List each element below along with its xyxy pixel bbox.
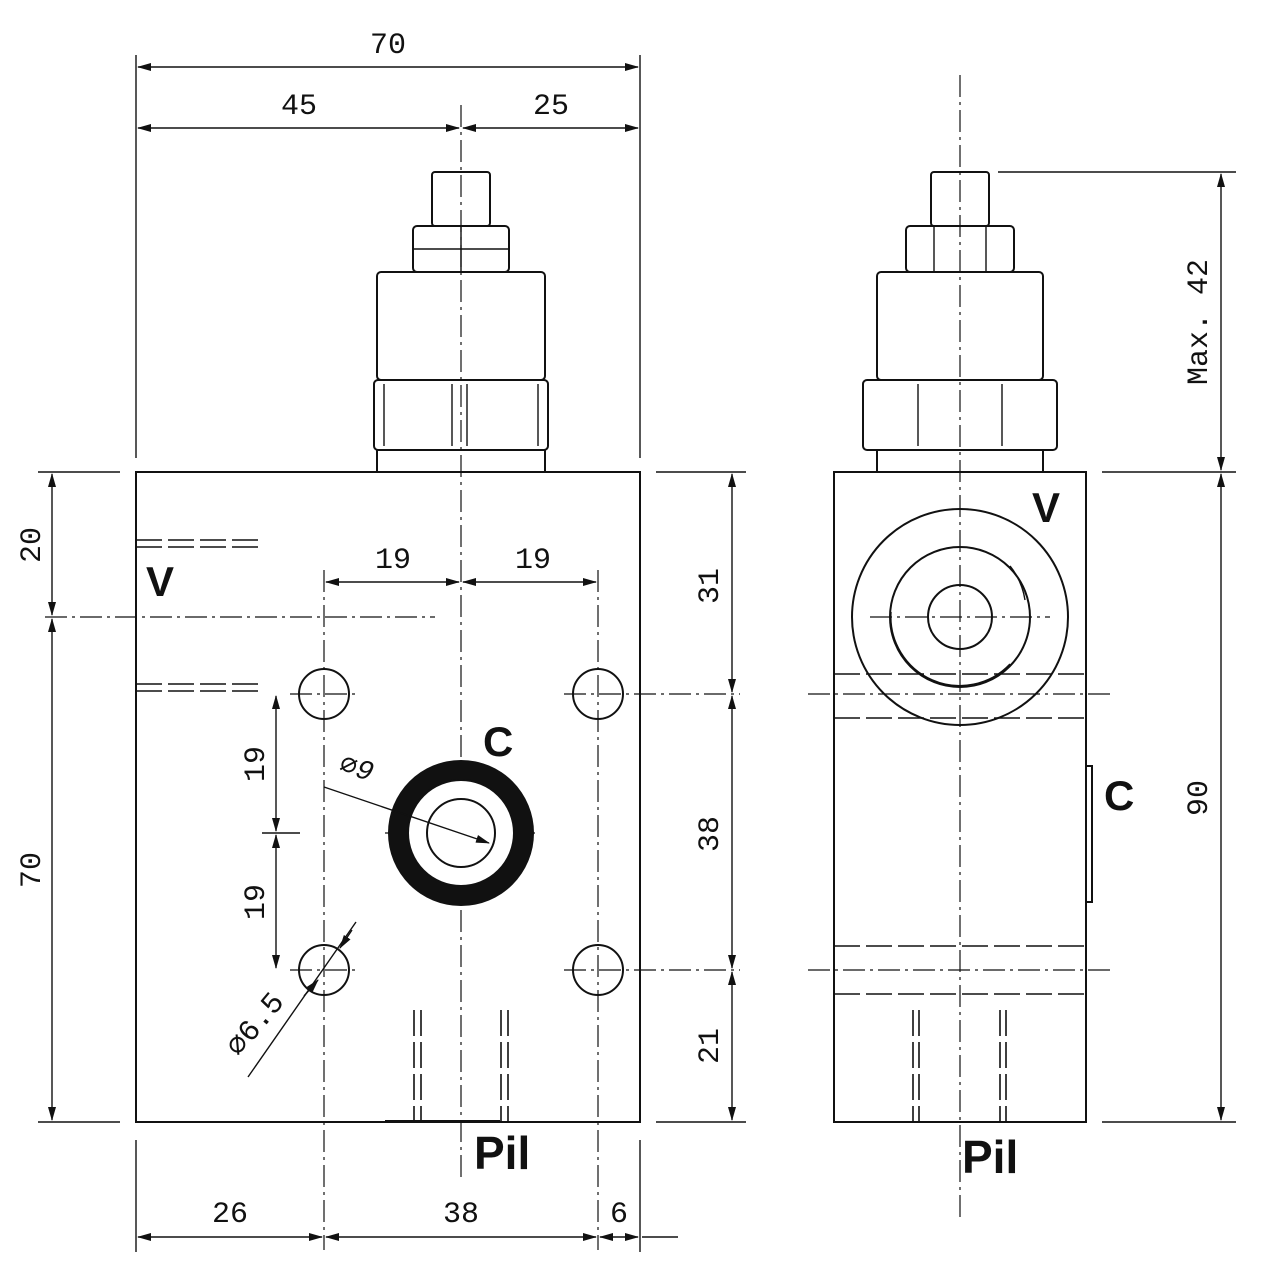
label-port-v-side: V bbox=[1032, 484, 1060, 531]
front-mount-holes bbox=[290, 570, 740, 1250]
dim-text-left-width: 45 bbox=[281, 90, 317, 124]
dim-text-bottom-mid: 38 bbox=[443, 1198, 479, 1232]
dim-text-side-total-height: 90 bbox=[1183, 780, 1217, 816]
dim-text-right-width: 25 bbox=[533, 90, 569, 124]
dim-text-hole-vertical-lower: 19 bbox=[240, 884, 274, 920]
dim-text-right-mid: 38 bbox=[694, 816, 728, 852]
label-port-c-front: C bbox=[483, 718, 513, 765]
label-port-v-front: V bbox=[146, 558, 174, 605]
dim-text-bottom-left: 26 bbox=[212, 1198, 248, 1232]
dim-text-right-bottom: 21 bbox=[694, 1028, 728, 1064]
dim-text-bottom-right: 6 bbox=[610, 1198, 628, 1232]
dim-text-block-height: 70 bbox=[16, 852, 50, 888]
dim-text-max-height: Max. 42 bbox=[1183, 259, 1217, 385]
dim-text-port-diameter: ⌀9 bbox=[335, 750, 377, 790]
front-view: 70 45 25 19 19 20 70 19 19 31 38 21 bbox=[16, 29, 746, 1252]
dim-text-mount-hole-diameter: ⌀6.5 bbox=[220, 987, 292, 1064]
side-port-c-face bbox=[1086, 765, 1093, 903]
label-port-pil-side: Pil bbox=[962, 1131, 1018, 1183]
label-port-pil-front: Pil bbox=[474, 1127, 530, 1179]
dim-text-hole-vertical-upper: 19 bbox=[240, 746, 274, 782]
dim-text-right-top: 31 bbox=[694, 568, 728, 604]
dim-text-overall-width: 70 bbox=[370, 29, 406, 63]
side-view: Max. 42 90 V C Pil bbox=[808, 75, 1236, 1220]
dim-text-top-to-v: 20 bbox=[16, 527, 50, 563]
side-port-v bbox=[851, 508, 1069, 726]
dim-text-hole-left: 19 bbox=[375, 544, 411, 578]
label-port-c-side: C bbox=[1104, 772, 1134, 819]
dim-text-hole-right: 19 bbox=[515, 544, 551, 578]
